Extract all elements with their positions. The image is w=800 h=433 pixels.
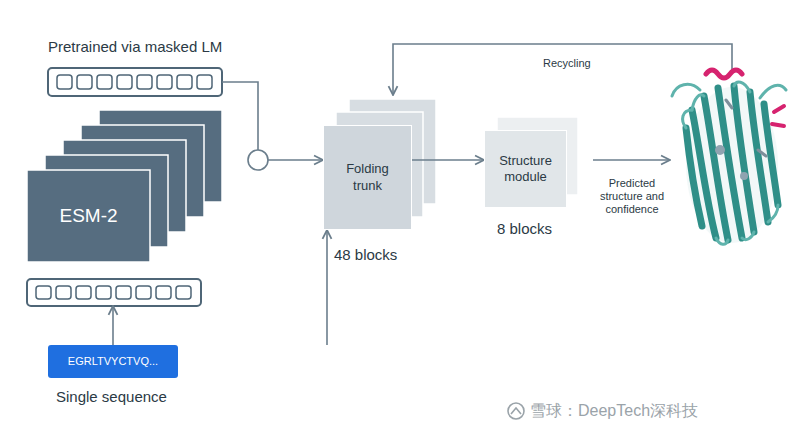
node-text: ESM-2	[59, 204, 117, 228]
model-stack: ESM-2	[27, 68, 222, 306]
connector-arrow	[112, 306, 114, 345]
merge-circle	[248, 150, 268, 170]
connector-arrow	[222, 82, 323, 160]
protein-structure	[672, 70, 786, 244]
input-label: Single sequence	[56, 388, 167, 406]
arrow-label: Predicted structure and confidence	[593, 177, 671, 217]
connector-arrow	[412, 159, 484, 161]
node-text: Folding trunk	[330, 161, 405, 194]
loop-label: Recycling	[543, 57, 591, 70]
token-bar	[48, 68, 222, 96]
token-bar	[27, 279, 201, 306]
text-area: ESM-2	[27, 170, 150, 262]
watermark-logo	[508, 403, 524, 419]
process-box: Folding trunk	[323, 125, 412, 230]
node-text: EGRLTVYCTVQ...	[68, 355, 158, 369]
block-count: 48 blocks	[334, 246, 397, 264]
process-box: Structure module	[484, 130, 567, 208]
output-arrow	[593, 159, 670, 161]
layer-stack	[27, 110, 222, 262]
section-label: Pretrained via masked LM	[48, 38, 222, 56]
connector-arrow	[326, 230, 328, 345]
sequence-box: EGRLTVYCTVQ...	[48, 345, 178, 378]
block-count: 8 blocks	[497, 220, 552, 238]
node-text: Structure module	[491, 153, 560, 186]
watermark: 雪球：DeepTech深科技	[530, 401, 698, 420]
recycling-arrow	[393, 44, 732, 95]
